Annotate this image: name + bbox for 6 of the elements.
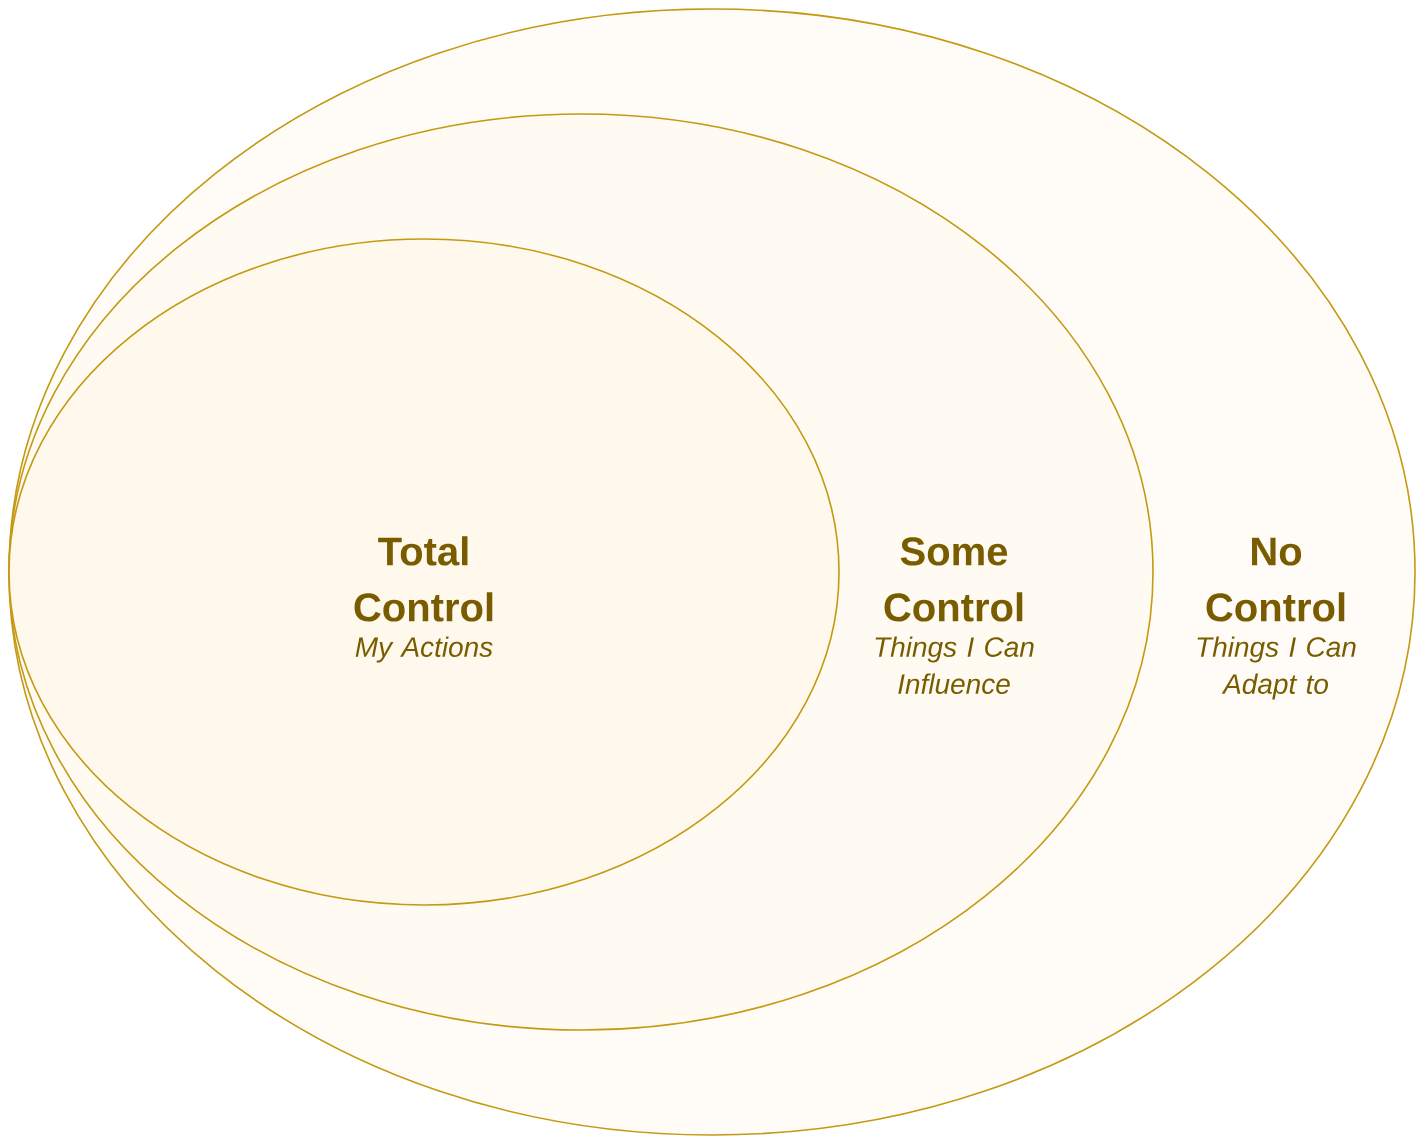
- heading: Total Control: [354, 536, 493, 622]
- heading: Some Control: [884, 537, 1023, 622]
- subtitle: My Actions: [355, 636, 493, 663]
- heading: No Control: [1206, 537, 1345, 622]
- subtitle: Things I Can Adapt to: [1197, 636, 1356, 700]
- subtitle: Things I Can Influence: [875, 636, 1034, 694]
